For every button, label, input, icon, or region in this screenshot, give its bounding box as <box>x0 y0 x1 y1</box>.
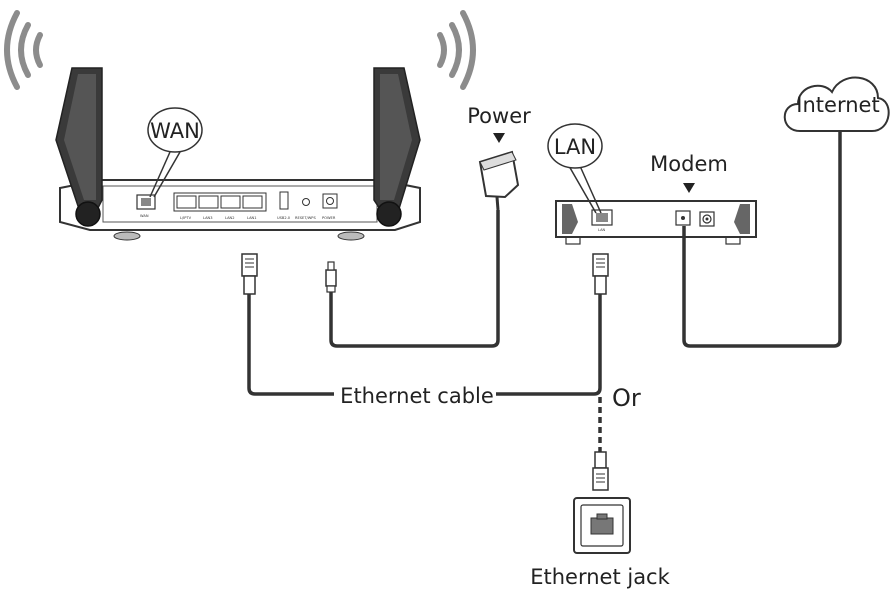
router-foot-right <box>337 231 365 241</box>
wifi-signal-right-icon <box>437 10 476 90</box>
ethernet-jack <box>573 497 631 554</box>
wan-label: WAN <box>150 119 200 143</box>
router-port-label-lan3: LAN2 <box>225 216 235 220</box>
router-lan-ports: L/IPTV LAN3 LAN2 LAN1 <box>173 192 267 220</box>
ethernet-cable-right <box>496 294 602 396</box>
router: WAN L/IPTV LAN3 LAN2 LAN1 USB2.0 RESET/W… <box>55 67 421 241</box>
internet-cloud-icon <box>783 76 890 132</box>
modem-label: Modem <box>650 152 728 176</box>
router-port-label-lan2: LAN3 <box>203 216 213 220</box>
modem-power-port <box>699 211 715 227</box>
router-port-label-reset: RESET/WPS <box>295 216 316 220</box>
ethernet-connector-jack-icon <box>592 451 609 491</box>
modem-arrow-icon <box>683 183 695 193</box>
router-port-label-lan1: L/IPTV <box>180 216 192 220</box>
modem-port-label-lan: LAN <box>598 228 606 232</box>
modem-body <box>555 200 757 238</box>
internet-cable <box>682 128 842 348</box>
router-port-label-wan: WAN <box>140 214 149 218</box>
lan-label: LAN <box>554 135 596 159</box>
or-label: Or <box>612 384 641 412</box>
power-plug-icon <box>325 261 337 293</box>
router-foot-left <box>113 231 141 241</box>
router-antenna-left <box>55 67 103 227</box>
router-port-label-lan4: LAN1 <box>247 216 257 220</box>
router-port-label-usb: USB2.0 <box>277 216 291 220</box>
lan-callout: LAN <box>547 123 603 214</box>
router-reset-button: RESET/WPS <box>295 198 316 220</box>
router-power-port: POWER <box>322 193 338 220</box>
ethernet-jack-label: Ethernet jack <box>530 565 670 589</box>
ethernet-cable-left <box>247 294 334 396</box>
ethernet-cable-label: Ethernet cable <box>340 384 494 408</box>
ethernet-connector-modem-icon <box>592 253 609 295</box>
router-wan-port: WAN <box>136 194 156 218</box>
internet-label: Internet <box>796 93 879 117</box>
ethernet-connector-router-icon <box>241 253 258 295</box>
power-arrow-icon <box>493 133 505 143</box>
wifi-signal-left-icon <box>4 10 43 90</box>
power-cable <box>329 210 500 348</box>
router-port-label-power: POWER <box>322 216 336 220</box>
router-usb-port: USB2.0 <box>277 191 291 220</box>
modem-lan-port: LAN <box>591 209 613 232</box>
router-antenna-right <box>373 67 421 227</box>
wan-callout: WAN <box>147 107 203 198</box>
modem-dsl-port <box>675 210 691 226</box>
modem: LAN <box>555 200 757 245</box>
power-label: Power <box>467 104 531 128</box>
power-adapter: Power <box>467 104 531 211</box>
